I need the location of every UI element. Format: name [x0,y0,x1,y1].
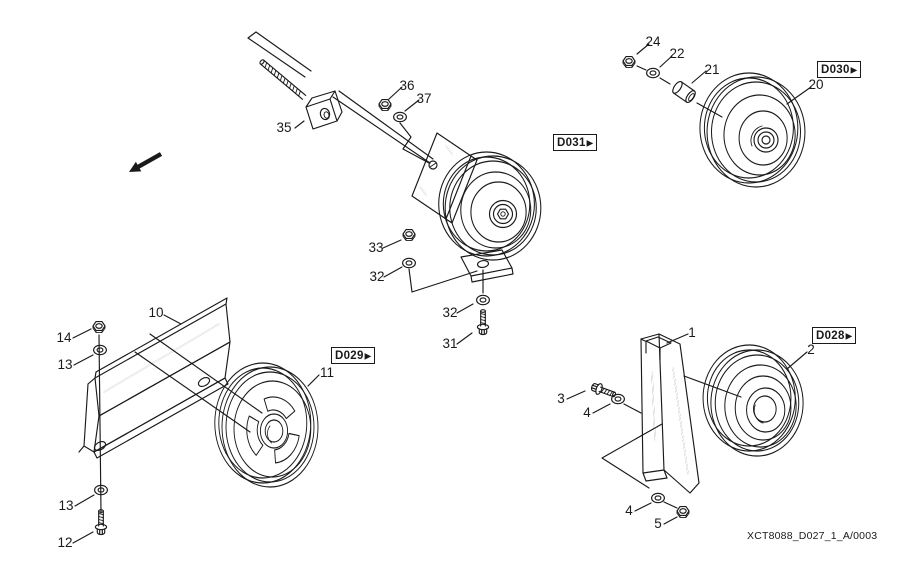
assembly-d030: 24 22 21 20 [622,34,824,188]
callout-number: 13 [58,498,73,513]
pulley-11 [214,362,319,488]
ref-box-d031[interactable]: D031▶ [553,134,598,151]
callout-number: 33 [368,240,383,255]
tension-arm [247,31,434,164]
callout-number: 20 [808,77,823,92]
callout-number: 13 [57,357,72,372]
ref-label: D030 [821,63,850,76]
callout-number: 4 [583,405,591,420]
ref-box-d029[interactable]: D029▶ [331,347,376,364]
callout-number: 35 [276,120,291,135]
pulley-2 [702,344,804,457]
bolt-3 [589,380,618,401]
forward-arrow-icon: ▶ [586,138,594,147]
washer-37 [393,111,407,123]
adjuster-block [305,90,343,130]
washer-22 [646,67,660,79]
forward-arrow-icon: ▶ [364,351,372,360]
leader-lines-d031 [294,86,484,345]
ref-box-d030[interactable]: D030▶ [817,61,862,78]
washer-4b [651,492,665,504]
nut-14 [92,321,106,333]
leader-lines-d029 [72,314,320,544]
arm-bracket-1 [640,333,700,494]
mounting-plate [411,132,478,224]
leader-lines-d030 [636,43,812,118]
bushing-21 [672,80,696,104]
bolt-31 [476,309,490,336]
callout-number: 22 [669,46,684,61]
callout-number: 5 [654,516,662,531]
forward-arrow-icon: ▶ [845,331,853,340]
callout-number: 31 [442,336,457,351]
foot-bracket [460,249,514,283]
nut-24 [622,56,636,68]
callout-number: 10 [148,305,163,320]
callout-number: 36 [399,78,414,93]
ref-label: D029 [335,349,364,362]
washer-32b [476,294,490,306]
callout-number: 11 [320,365,334,380]
callout-number: 4 [625,503,633,518]
forward-arrow-icon: ▶ [850,65,858,74]
callout-number: 3 [557,391,565,406]
pulley-20 [699,72,806,188]
washer-13a [93,344,107,356]
callout-number: 32 [369,269,384,284]
callout-number: 21 [704,62,719,77]
nut-33 [402,229,416,241]
rail-bracket-10 [78,297,231,459]
callout-number: 2 [807,342,815,357]
assembly-d029: 10 14 13 11 13 12 [56,297,334,550]
threaded-rod [259,59,307,100]
assembly-d031: 35 36 37 33 32 32 31 [247,31,542,351]
assembly-d028: 1 2 3 4 4 5 [557,325,815,531]
callout-number: 14 [56,330,72,345]
callout-number: 37 [416,91,431,106]
ref-label: D031 [557,136,586,149]
callout-number: 24 [645,34,661,49]
callout-number: 1 [688,325,696,340]
leader-lines-d028 [566,333,808,525]
washer-32a [402,257,416,269]
callout-number: 12 [57,535,72,550]
nut-36 [378,99,392,111]
pulley-d031 [438,151,542,261]
direction-arrow-icon [129,152,163,172]
drawing-code: XCT8088_D027_1_A/0003 [747,530,878,542]
ref-label: D028 [816,329,845,342]
washer-4a [611,393,625,405]
nut-5 [676,506,690,518]
callout-number: 32 [442,305,457,320]
ref-box-d028[interactable]: D028▶ [812,327,857,344]
